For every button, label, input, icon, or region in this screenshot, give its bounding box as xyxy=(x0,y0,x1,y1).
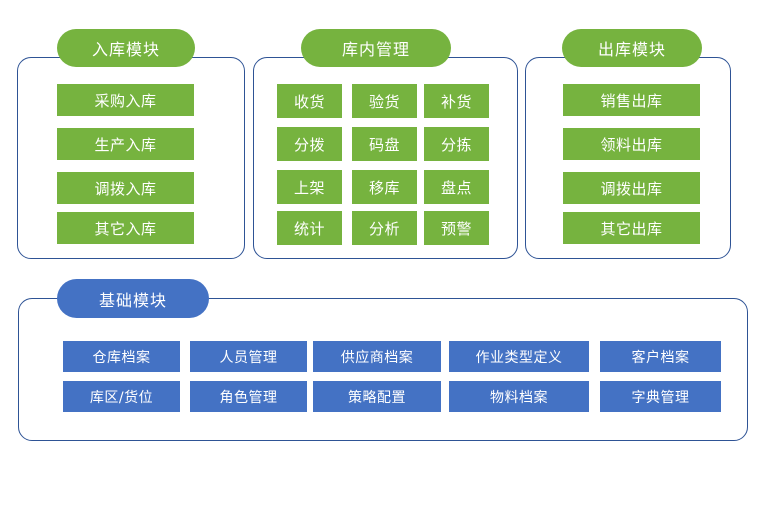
module-item-palletizing[interactable]: 码盘 xyxy=(352,127,417,161)
module-item-sales-outbound[interactable]: 销售出库 xyxy=(563,84,700,116)
panel-header-outbound[interactable]: 出库模块 xyxy=(562,29,702,67)
module-item-warehouse-profile[interactable]: 仓库档案 xyxy=(63,341,180,372)
module-item-relocation[interactable]: 移库 xyxy=(352,170,417,204)
module-item-allocation[interactable]: 分拨 xyxy=(277,127,342,161)
module-item-other-outbound[interactable]: 其它出库 xyxy=(563,212,700,244)
module-item-replenishment[interactable]: 补货 xyxy=(424,84,489,118)
panel-header-inbound[interactable]: 入库模块 xyxy=(57,29,195,67)
module-item-transfer-inbound[interactable]: 调拨入库 xyxy=(57,172,194,204)
module-item-transfer-outbound[interactable]: 调拨出库 xyxy=(563,172,700,204)
module-item-other-inbound[interactable]: 其它入库 xyxy=(57,212,194,244)
module-item-material-issue-outbound[interactable]: 领料出库 xyxy=(563,128,700,160)
module-item-personnel-management[interactable]: 人员管理 xyxy=(190,341,307,372)
module-item-policy-configuration[interactable]: 策略配置 xyxy=(313,381,441,412)
module-item-alert[interactable]: 预警 xyxy=(424,211,489,245)
module-item-production-inbound[interactable]: 生产入库 xyxy=(57,128,194,160)
module-item-receiving[interactable]: 收货 xyxy=(277,84,342,118)
module-item-statistics[interactable]: 统计 xyxy=(277,211,342,245)
module-item-task-type-definition[interactable]: 作业类型定义 xyxy=(449,341,589,372)
module-item-material-profile[interactable]: 物料档案 xyxy=(449,381,589,412)
module-item-customer-profile[interactable]: 客户档案 xyxy=(600,341,721,372)
module-item-inspection[interactable]: 验货 xyxy=(352,84,417,118)
module-item-dictionary-management[interactable]: 字典管理 xyxy=(600,381,721,412)
module-item-purchase-inbound[interactable]: 采购入库 xyxy=(57,84,194,116)
module-item-zone-location[interactable]: 库区/货位 xyxy=(63,381,180,412)
module-item-supplier-profile[interactable]: 供应商档案 xyxy=(313,341,441,372)
panel-header-in-warehouse[interactable]: 库内管理 xyxy=(301,29,451,67)
module-item-sorting[interactable]: 分拣 xyxy=(424,127,489,161)
module-item-putaway[interactable]: 上架 xyxy=(277,170,342,204)
panel-header-base[interactable]: 基础模块 xyxy=(57,279,209,318)
module-item-analysis[interactable]: 分析 xyxy=(352,211,417,245)
module-item-role-management[interactable]: 角色管理 xyxy=(190,381,307,412)
module-item-stocktaking[interactable]: 盘点 xyxy=(424,170,489,204)
